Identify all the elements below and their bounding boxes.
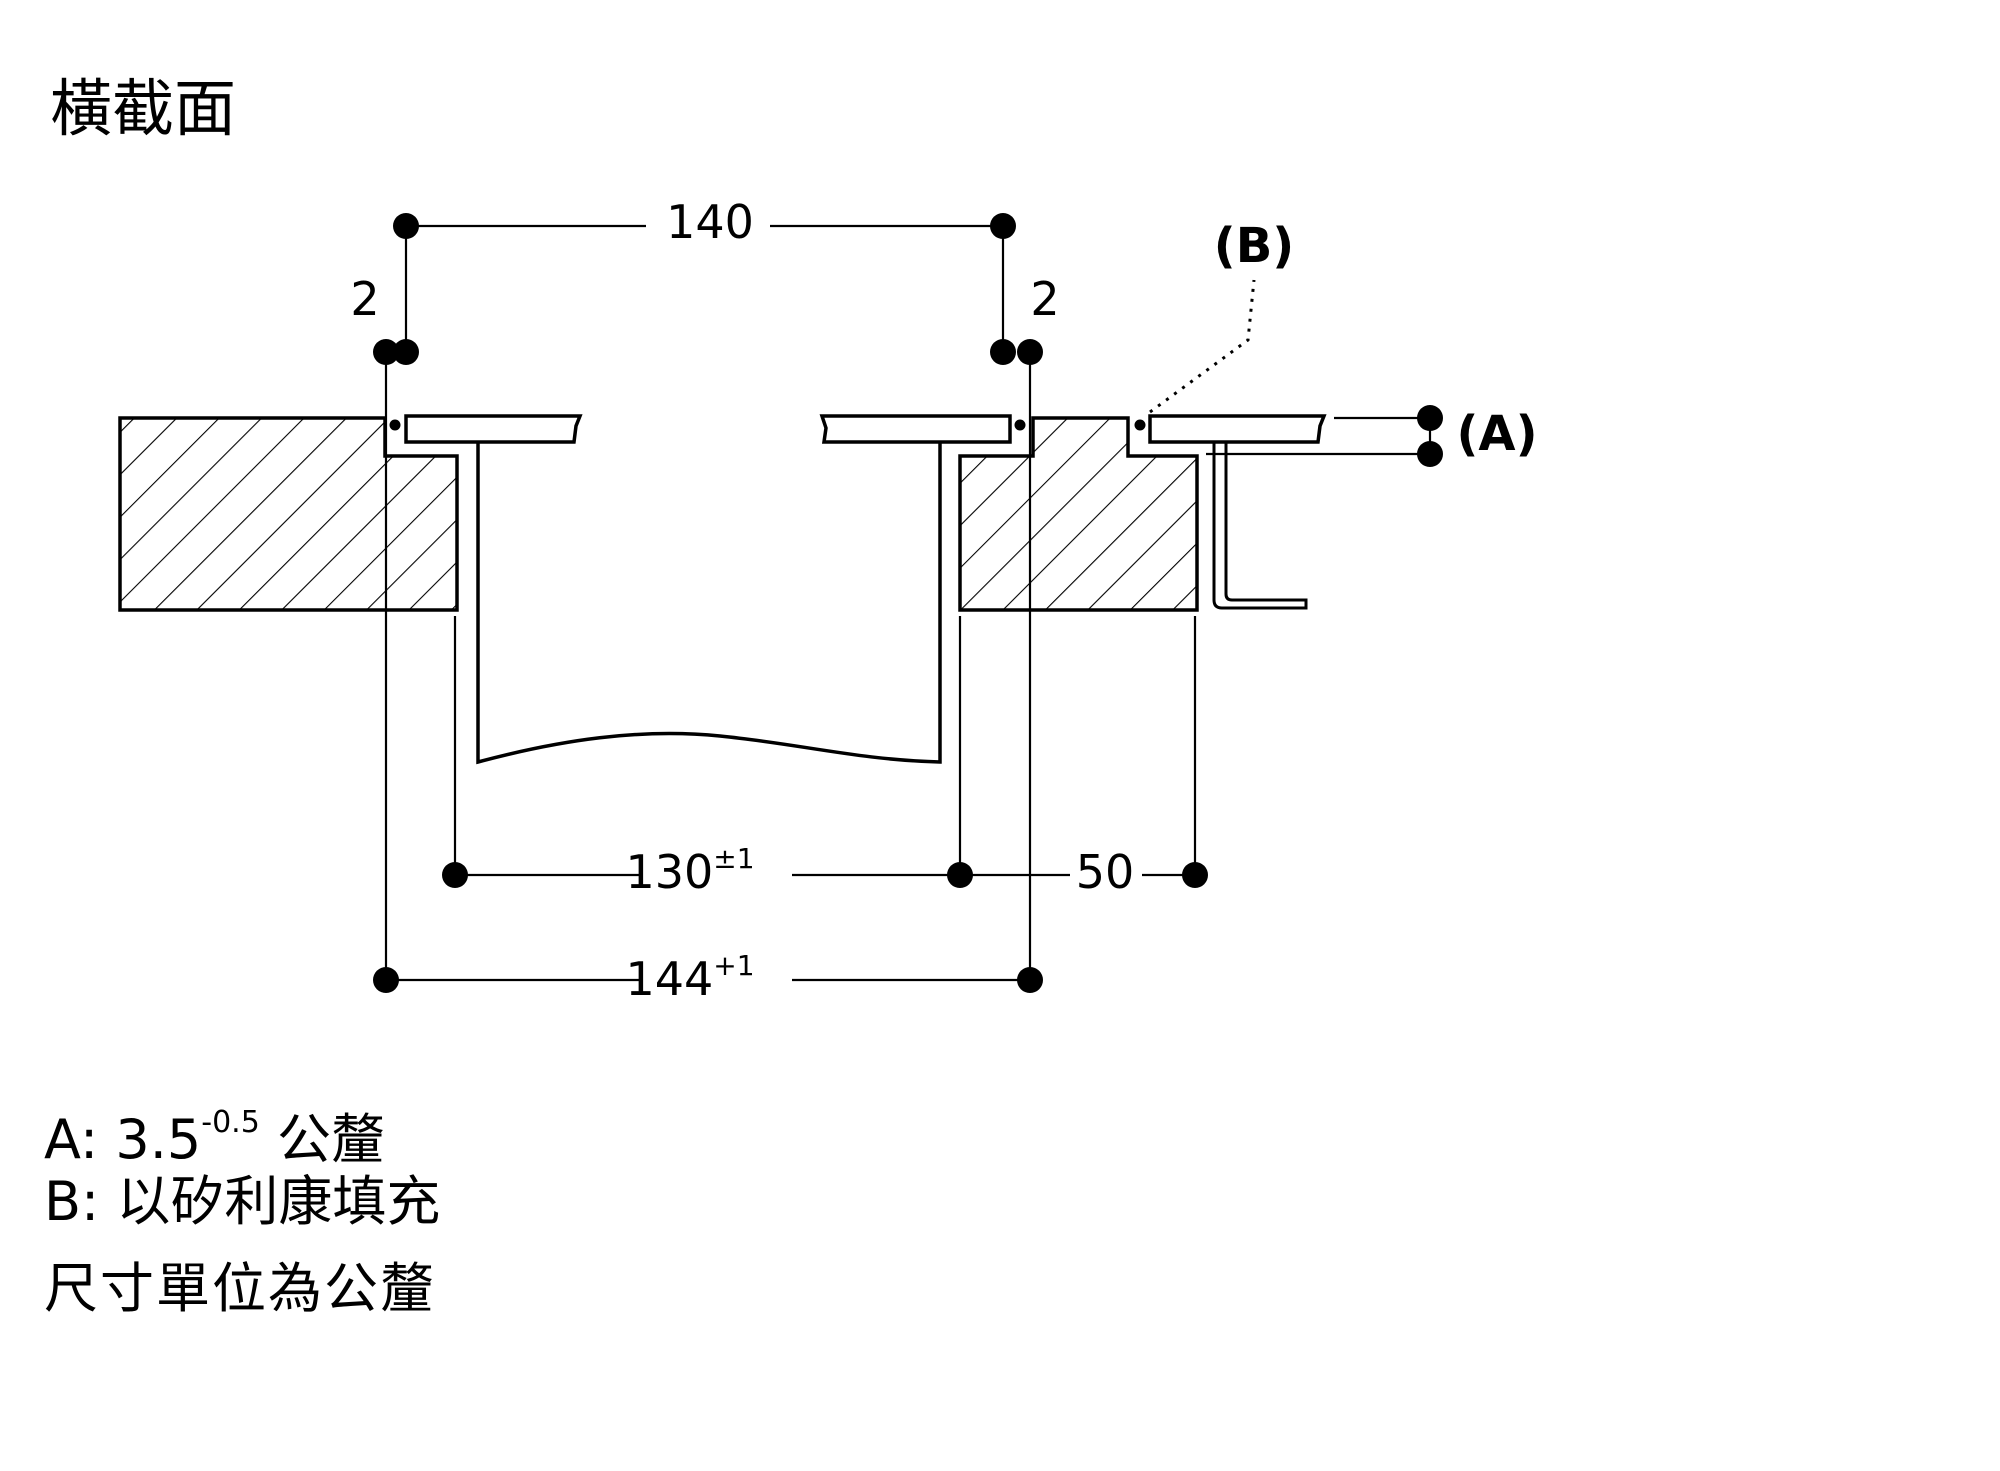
extension-lines [384,226,1430,980]
legend-a-tolerance: -0.5 [201,1105,260,1140]
dim-label-140: 140 [666,195,754,249]
dimension-terminators [373,213,1443,993]
dim-label-50: 50 [1076,845,1135,899]
legend-a-label: A: [44,1108,99,1171]
left-worktop [118,416,459,612]
dim-label-gap-right: 2 [1030,272,1059,326]
callout-b: (B) [1214,218,1294,274]
dim-label-130: 130±1 [625,842,754,899]
right-flange [819,414,1012,444]
dimension-lines [386,224,1432,982]
dim-144-value: 144 [625,952,713,1006]
units-note: 尺寸單位為公釐 [44,1257,436,1320]
legend-row-b: B: 以矽利康填充 [44,1171,440,1233]
seal-dot-middle [1014,419,1026,431]
dim-130-tolerance: ±1 [713,842,754,875]
appliance-body [476,442,942,765]
callout-b-leader [1149,279,1256,414]
legend-b-text: 以矽利康填充 [116,1170,441,1233]
legend-a-value: 3.5 [115,1108,202,1171]
legend-b-label: B: [44,1170,100,1233]
dim-130-value: 130 [625,845,713,899]
dim-144-tolerance: +1 [713,949,754,982]
callout-a: (A) [1456,406,1537,462]
left-flange [404,414,583,444]
far-right-flange [1148,414,1327,444]
page-title: 橫截面 [50,72,237,145]
mounting-bracket [1212,442,1308,610]
right-worktop [958,416,1199,612]
legend-a-unit: 公釐 [276,1108,385,1171]
dim-label-gap-left: 2 [350,272,379,326]
legend: A: 3.5-0.5 公釐 B: 以矽利康填充 [44,1092,440,1233]
seal-dot-left [389,419,401,431]
seal-dot-right [1134,419,1146,431]
dim-label-144: 144+1 [625,949,754,1006]
legend-row-a: A: 3.5-0.5 公釐 [44,1092,440,1171]
